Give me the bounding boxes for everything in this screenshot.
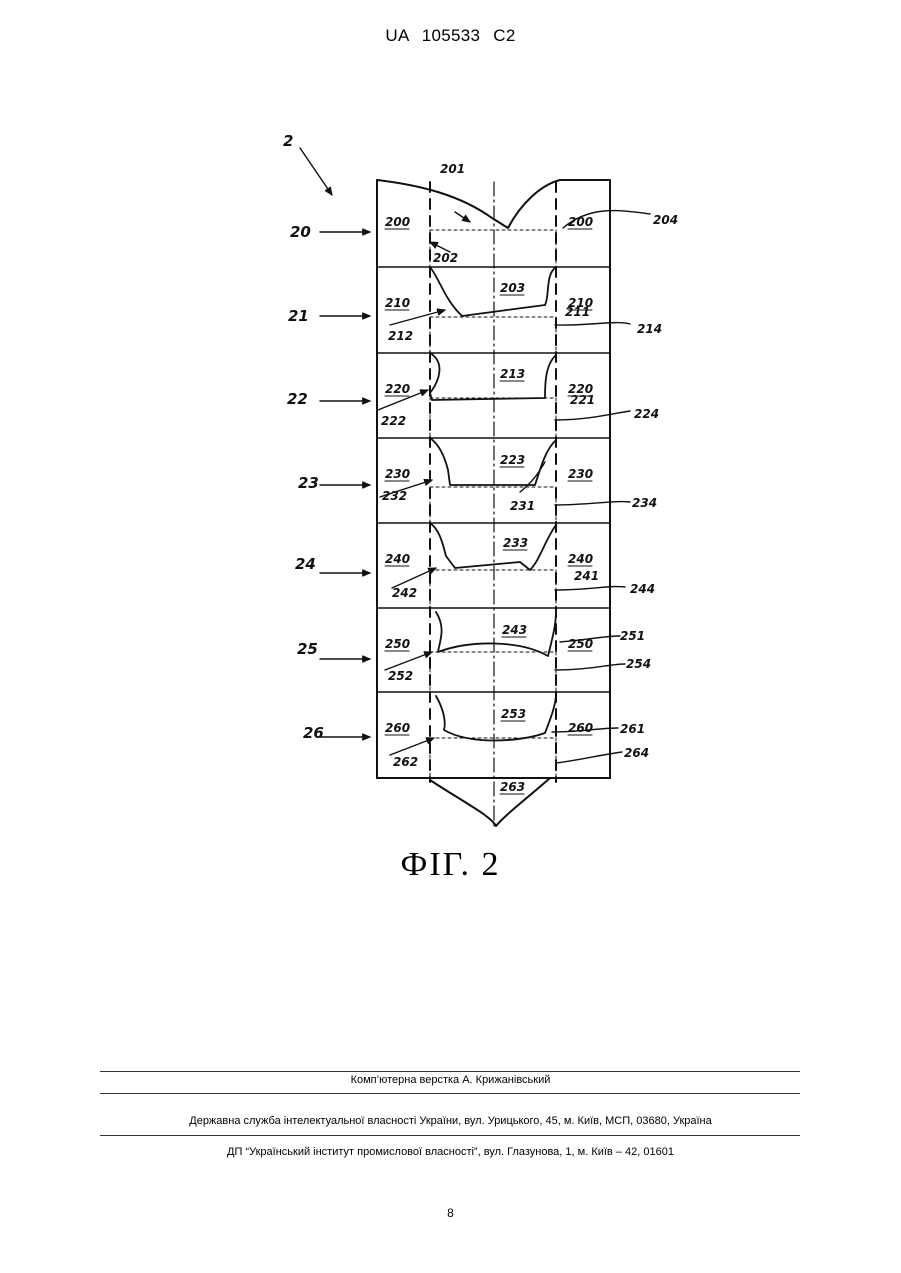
right-section-260: 260 [568, 721, 593, 735]
note-244: 244 [630, 582, 655, 596]
leader-234 [555, 502, 630, 505]
arrow-head [420, 390, 428, 396]
note-201: 201 [440, 162, 465, 176]
note-231: 231 [510, 499, 535, 513]
note-233: 233 [503, 536, 528, 550]
note-223: 223 [500, 453, 525, 467]
arrow-head [363, 570, 370, 576]
note-224: 224 [634, 407, 659, 421]
note-221: 221 [570, 393, 595, 407]
left-section-200: 200 [385, 215, 410, 229]
cut-profile [430, 438, 556, 485]
main-ref-arrow [300, 148, 332, 195]
note-264: 264 [624, 746, 649, 760]
arrow-head [325, 187, 332, 195]
footer-rule-bottom [100, 1135, 800, 1136]
note-243: 243 [502, 623, 527, 637]
note-252: 252 [388, 669, 413, 683]
leader-244 [555, 587, 625, 590]
note-204: 204 [653, 213, 678, 227]
footer-rule-top [100, 1071, 800, 1072]
leader-264 [556, 752, 622, 763]
arrow-head [363, 734, 370, 740]
institute-address: ДП “Український інститут промислової вла… [0, 1146, 901, 1158]
cut-profile [430, 267, 545, 316]
right-section-250: 250 [568, 637, 593, 651]
note-202: 202 [433, 251, 458, 265]
leader-224 [555, 411, 630, 420]
right-section-230: 230 [568, 467, 593, 481]
row-ref-26: 26 [303, 724, 324, 742]
inner-outline [430, 570, 556, 608]
note-253: 253 [501, 707, 526, 721]
left-section-230: 230 [385, 467, 410, 481]
left-section-250: 250 [385, 637, 410, 651]
arrow-head [437, 309, 445, 315]
inner-outline [430, 738, 556, 778]
left-section-210: 210 [385, 296, 410, 310]
row-ref-24: 24 [295, 555, 316, 573]
right-section-240: 240 [568, 552, 593, 566]
note-212: 212 [388, 329, 413, 343]
arrow-head [363, 229, 370, 235]
note-232: 232 [382, 489, 407, 503]
note-214: 214 [637, 322, 662, 336]
cut-profile [436, 694, 556, 741]
left-section-260: 260 [385, 721, 410, 735]
agency-address: Державна служба інтелектуальної власност… [0, 1115, 901, 1127]
note-213: 213 [500, 367, 525, 381]
right-section-200: 200 [568, 215, 593, 229]
figure-caption: ФІГ. 2 [0, 846, 901, 884]
note-211: 211 [565, 305, 590, 319]
layout-credit: Комп’ютерна верстка А. Крижанівський [0, 1074, 901, 1086]
note-234: 234 [632, 496, 657, 510]
patent-drawing: 2202002002012022042121021020321121221422… [0, 0, 901, 840]
inner-outline [430, 487, 556, 523]
leader-214 [555, 323, 630, 326]
main-ref-label: 2 [283, 132, 293, 150]
cut-profile [430, 353, 556, 400]
left-section-240: 240 [385, 552, 410, 566]
note-261: 261 [620, 722, 645, 736]
row-ref-20: 20 [290, 223, 311, 241]
note-251: 251 [620, 629, 645, 643]
arrow-head [363, 313, 370, 319]
row-ref-21: 21 [288, 307, 309, 325]
left-section-220: 220 [385, 382, 410, 396]
note-262: 262 [393, 755, 418, 769]
page-number: 8 [0, 1206, 901, 1220]
row-ref-23: 23 [298, 474, 319, 492]
note-242: 242 [392, 586, 417, 600]
leader-254 [555, 664, 625, 670]
arrow-head [424, 652, 432, 658]
inner-outline [430, 652, 556, 692]
cut-profile [436, 612, 556, 656]
row-ref-25: 25 [297, 640, 318, 658]
arrow-head [430, 242, 438, 248]
inner-outline [430, 317, 556, 353]
bottom-point [430, 778, 550, 826]
arrow-head [363, 656, 370, 662]
note-203: 203 [500, 281, 525, 295]
footer-rule-middle [100, 1093, 800, 1094]
arrow-head [363, 482, 370, 488]
arrow-head [363, 398, 370, 404]
arrow-head [462, 215, 470, 222]
row-ref-22: 22 [287, 390, 308, 408]
note-263: 263 [500, 780, 525, 794]
note-254: 254 [626, 657, 651, 671]
cut-profile [430, 523, 556, 570]
arrow-head [424, 479, 432, 485]
cut-profile [545, 267, 556, 305]
inner-outline [430, 398, 556, 438]
note-241: 241 [574, 569, 599, 583]
note-222: 222 [381, 414, 406, 428]
